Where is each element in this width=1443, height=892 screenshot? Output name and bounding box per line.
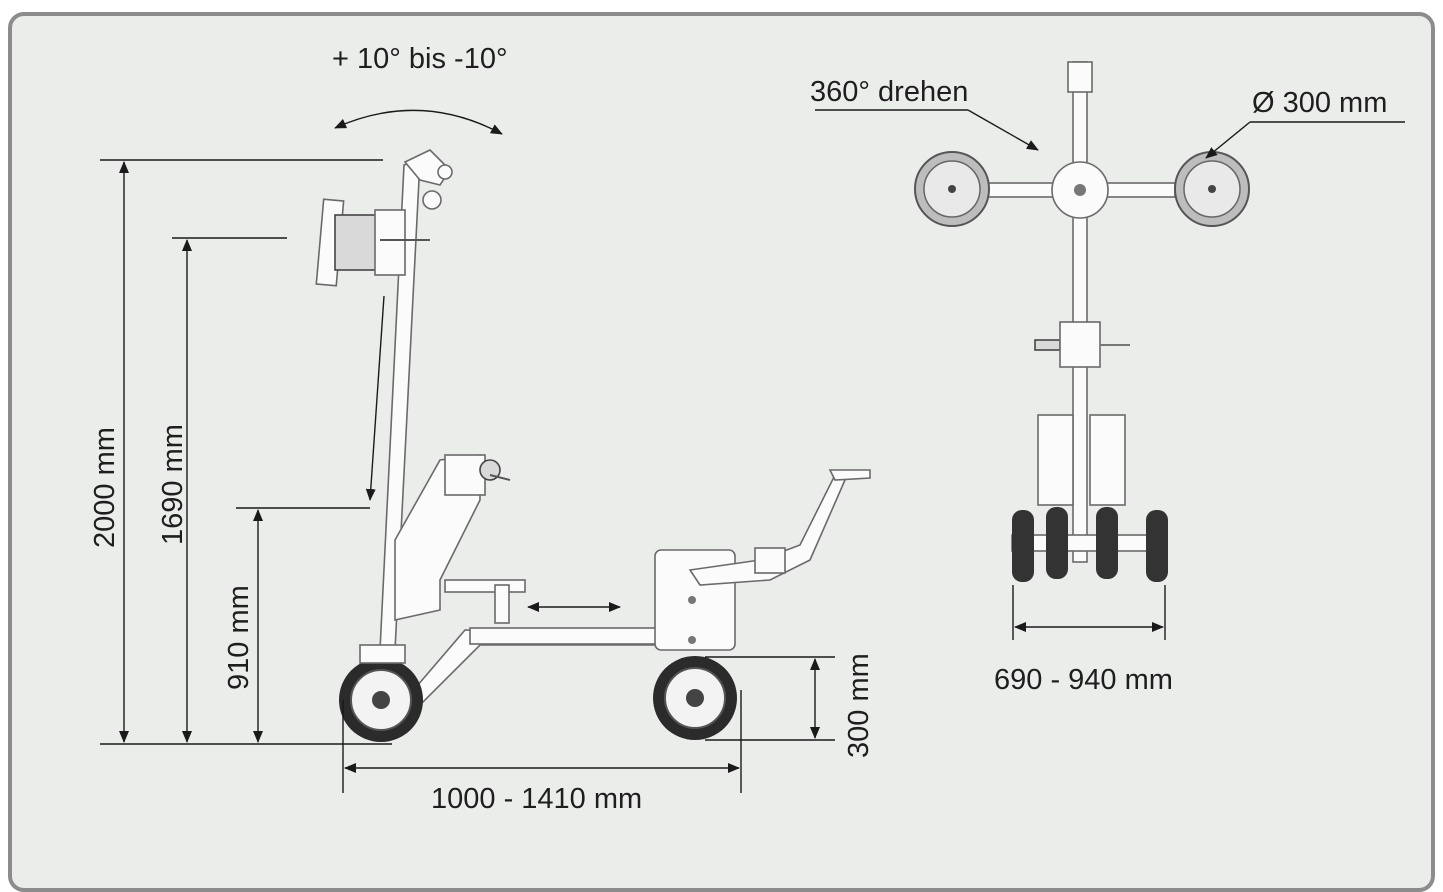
wheel-height-label: 300 mm xyxy=(843,653,875,758)
rotate-pointer xyxy=(967,109,1039,151)
front-view-dimensions xyxy=(815,109,1405,640)
height-2000-label: 2000 mm xyxy=(89,427,121,548)
front-mast xyxy=(1072,61,1088,563)
length-range-label: 1000 - 1410 mm xyxy=(431,783,642,815)
right-suction-cup xyxy=(1174,151,1250,227)
rear-wheel xyxy=(653,656,737,740)
tilt-range-label: + 10° bis -10° xyxy=(332,43,508,75)
front-handle xyxy=(1034,339,1061,351)
width-range-label: 690 - 940 mm xyxy=(994,664,1173,696)
left-suction-cup xyxy=(914,151,990,227)
height-910-label: 910 mm xyxy=(223,585,255,690)
cup-diameter-label: Ø 300 mm xyxy=(1252,87,1387,119)
side-view-dimensions xyxy=(100,109,835,793)
side-view-machine xyxy=(315,149,871,742)
vacuum-pump xyxy=(334,214,381,271)
left-counterweight xyxy=(1037,414,1074,506)
front-wheel xyxy=(339,644,423,742)
head-pivot xyxy=(422,190,442,210)
tilt-arrow xyxy=(334,109,503,135)
front-wheels xyxy=(1012,507,1168,582)
height-1690-label: 1690 mm xyxy=(157,424,189,545)
diameter-pointer xyxy=(1205,121,1251,159)
front-view-machine xyxy=(914,61,1250,582)
rotate-label: 360° drehen xyxy=(810,76,968,108)
winch-drum xyxy=(479,459,501,481)
right-counterweight xyxy=(1089,414,1126,506)
